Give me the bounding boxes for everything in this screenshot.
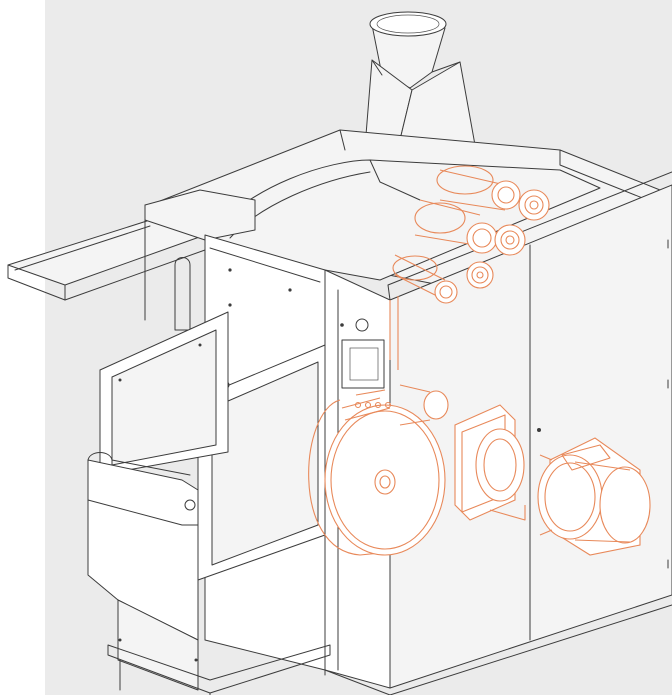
open-side-door — [99, 311, 229, 476]
gearbox — [454, 404, 526, 521]
electric-motor — [537, 437, 651, 556]
lower-hopper — [87, 452, 331, 695]
infeed-chute — [7, 189, 256, 331]
feed-housing — [174, 234, 326, 671]
drive-roller-cluster — [389, 165, 550, 370]
roller-6 — [466, 261, 494, 289]
roller-5 — [392, 255, 458, 304]
roller-2 — [518, 189, 550, 221]
flywheel — [308, 384, 449, 556]
exhaust-hood — [365, 11, 476, 149]
roller-4 — [494, 224, 526, 256]
roller-support-lines — [389, 296, 399, 370]
highlighted-drive-components — [308, 165, 651, 556]
roller-3 — [414, 202, 498, 254]
roller-outline-lines — [394, 169, 506, 301]
roller-1 — [436, 165, 521, 210]
